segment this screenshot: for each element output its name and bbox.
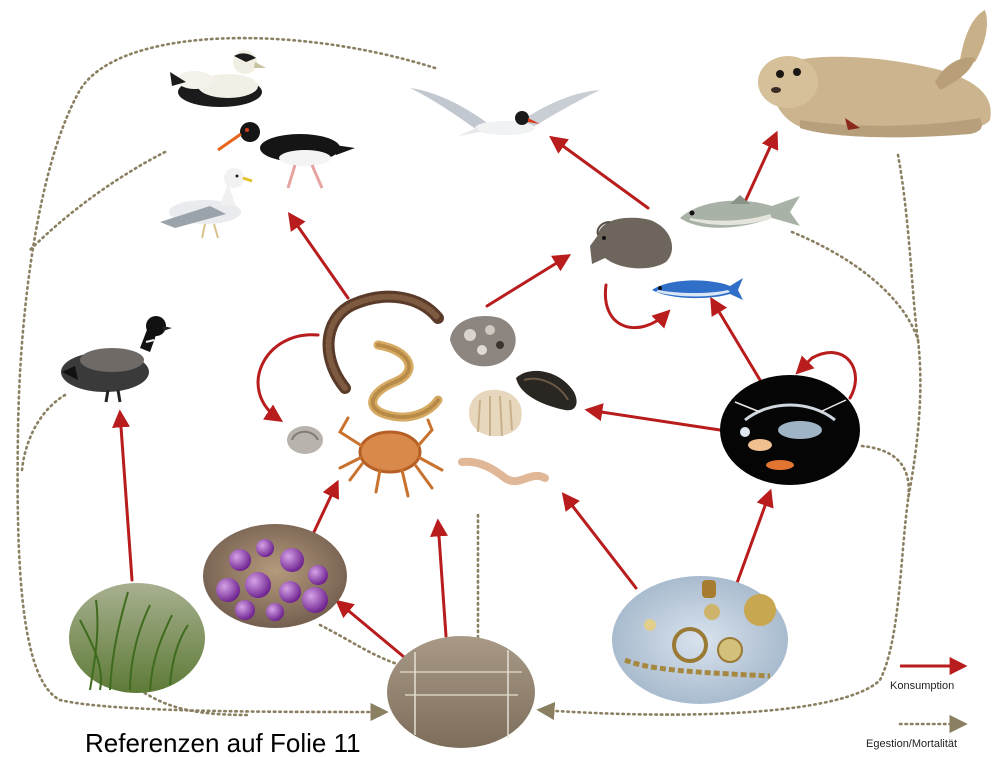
- egestion-path-goose: [22, 395, 65, 470]
- sprat: [652, 278, 743, 300]
- mussel: [516, 371, 577, 410]
- egestion-path-fish: [792, 232, 918, 340]
- arrow-fish-to-tern: [552, 138, 648, 208]
- detritus-sediment: [387, 636, 535, 748]
- arctic-tern: [410, 88, 600, 136]
- harbour-seal: [758, 10, 991, 137]
- arrow-seagrass-to-goose: [120, 413, 132, 580]
- cod: [680, 195, 800, 228]
- arrow-zooplankton-to-sprat: [712, 300, 760, 380]
- legend-consumption-label: Konsumption: [890, 680, 954, 692]
- legend-egestion-label: Egestion/Mortalität: [866, 738, 957, 750]
- legend: [900, 666, 964, 724]
- brent-goose: [61, 316, 172, 402]
- herring-gull: [160, 168, 252, 238]
- barnacles: [450, 316, 516, 366]
- phytoplankton: [612, 576, 788, 704]
- eider-duck: [170, 50, 266, 107]
- small-snail: [287, 426, 323, 454]
- arrow-benthos-to-birds: [290, 215, 348, 298]
- arrow-phyto-to-benthos: [564, 495, 636, 588]
- seagrass: [69, 583, 205, 693]
- egestion-path-seagrass: [140, 690, 250, 715]
- arrow-benthos-to-flatfish: [487, 256, 568, 306]
- arrow-phyto-to-zooplankton: [737, 492, 770, 583]
- arrow-cod-to-seal: [744, 134, 776, 204]
- arrow-worm-self-loop: [258, 335, 318, 420]
- arrow-sediment-to-benthos: [438, 522, 446, 636]
- flatfish: [590, 218, 672, 269]
- zooplankton: [720, 375, 860, 485]
- bacteria: [203, 524, 347, 628]
- crab: [340, 418, 442, 496]
- egestion-path-zooplankton: [862, 446, 909, 500]
- arrow-bacteria-to-crab: [314, 483, 337, 532]
- cockle: [469, 390, 522, 436]
- arrow-zooplankton-to-benthos: [588, 410, 720, 430]
- egestion-path-birds-left: [30, 152, 165, 250]
- reference-caption: Referenzen auf Folie 11: [85, 728, 361, 757]
